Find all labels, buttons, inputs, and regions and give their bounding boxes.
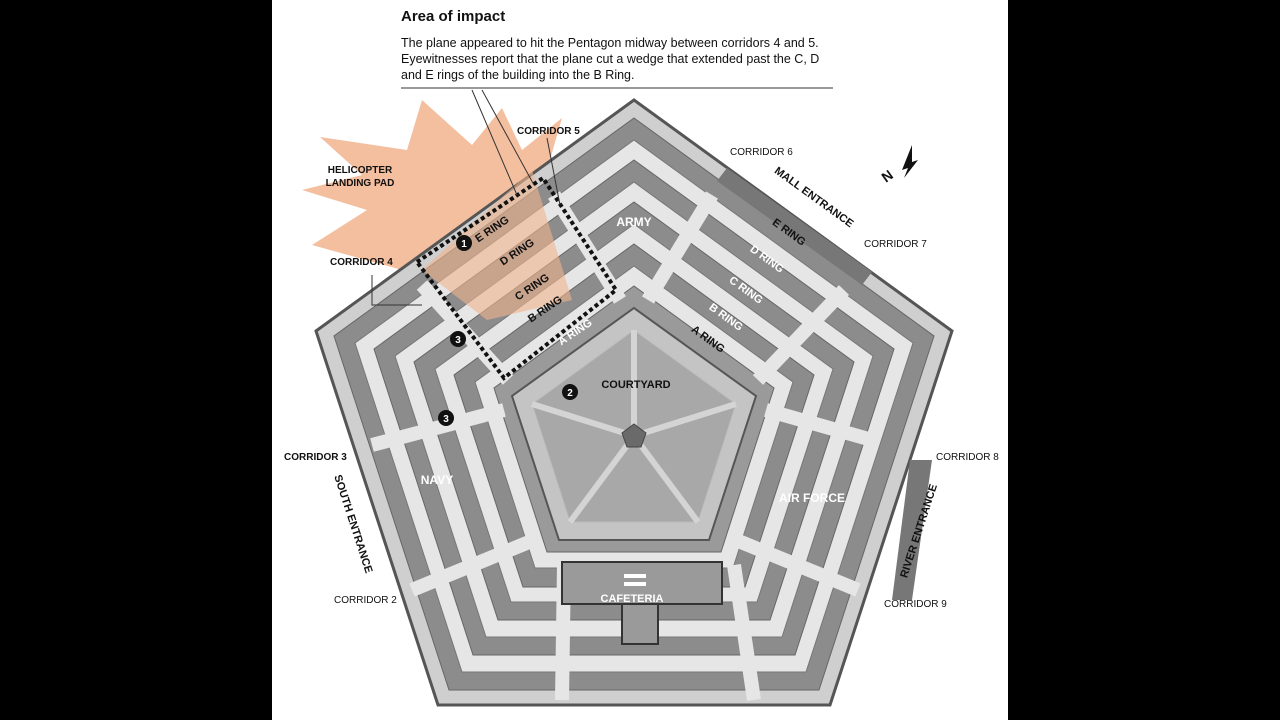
cafeteria-window-bottom bbox=[624, 582, 646, 586]
corridor-8-label: CORRIDOR 8 bbox=[936, 452, 999, 463]
pentagon-diagram: HELICOPTER LANDING PAD CORRIDOR 5 CORRID… bbox=[284, 87, 999, 707]
marker-1-label: 1 bbox=[461, 239, 467, 250]
helipad-label-1: HELICOPTER bbox=[328, 165, 393, 176]
army-label: ARMY bbox=[616, 215, 651, 229]
north-label: N bbox=[878, 167, 896, 186]
impact-wedge-outline bbox=[414, 175, 619, 381]
marker-2-label: 2 bbox=[567, 388, 573, 399]
diagram-title: Area of impact bbox=[401, 8, 506, 25]
corridor-3-label: CORRIDOR 3 bbox=[284, 452, 347, 463]
corridor-4-label: CORRIDOR 4 bbox=[330, 257, 393, 268]
navy-label: NAVY bbox=[421, 473, 453, 487]
marker-3b bbox=[438, 410, 454, 426]
corridor-7-label: CORRIDOR 7 bbox=[864, 239, 927, 250]
marker-3b-label: 3 bbox=[443, 414, 449, 425]
marker-1 bbox=[456, 235, 472, 251]
helipad-label-2: LANDING PAD bbox=[326, 178, 395, 189]
leader-lines bbox=[371, 89, 561, 306]
corridor-9-label: CORRIDOR 9 bbox=[884, 599, 947, 610]
diagram-panel: Area of impact The plane appeared to hit… bbox=[272, 0, 1008, 720]
corridor-5-label: CORRIDOR 5 bbox=[517, 126, 580, 137]
courtyard-label: COURTYARD bbox=[601, 379, 670, 391]
marker-3a-label: 3 bbox=[455, 335, 461, 346]
impact-zone bbox=[422, 170, 572, 320]
cafeteria-wing bbox=[621, 603, 659, 645]
diagram-description: The plane appeared to hit the Pentagon m… bbox=[401, 36, 820, 82]
marker-2 bbox=[562, 384, 578, 400]
air-force-label: AIR FORCE bbox=[779, 491, 845, 505]
corridor-2-label: CORRIDOR 2 bbox=[334, 595, 397, 606]
cafeteria-label: CAFETERIA bbox=[601, 593, 664, 605]
north-arrow-icon bbox=[902, 145, 918, 178]
courtyard-center bbox=[621, 423, 647, 448]
courtyard-paths bbox=[531, 330, 737, 524]
river-entrance-block bbox=[892, 460, 932, 600]
mall-entrance-block bbox=[717, 168, 872, 285]
marker-3a bbox=[450, 331, 466, 347]
corridor-6-label: CORRIDOR 6 bbox=[730, 147, 793, 158]
cafeteria-window-top bbox=[624, 574, 646, 578]
